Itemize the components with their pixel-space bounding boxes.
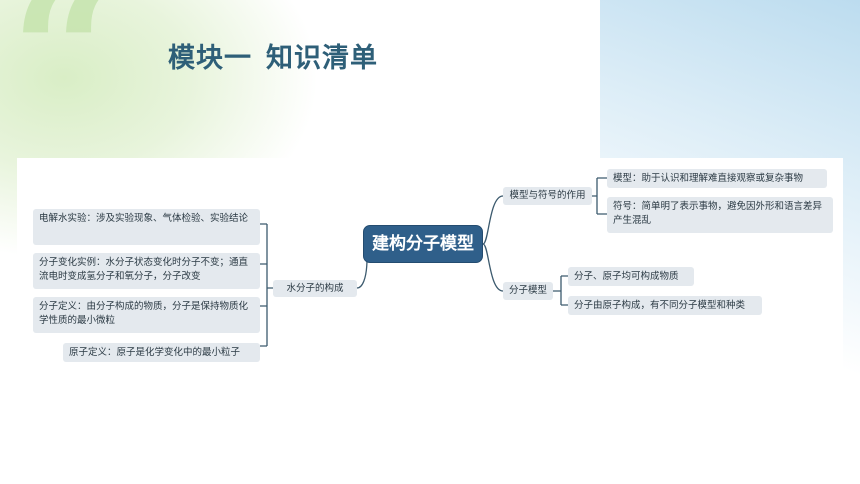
leaf-electrolysis[interactable]: 电解水实验：涉及实验现象、气体检验、实验结论 xyxy=(33,209,260,245)
connector-right-bottom-children xyxy=(553,275,568,306)
center-topic-node[interactable]: 建构分子模型 xyxy=(363,225,483,263)
leaf-symbol-role[interactable]: 符号：简单明了表示事物，避免因外形和语言差异产生混乱 xyxy=(607,197,833,233)
branch-molecule-model[interactable]: 分子模型 xyxy=(503,282,553,300)
page-title-module: 模块一 xyxy=(168,43,252,74)
leaf-matter-composition[interactable]: 分子、原子均可构成物质 xyxy=(568,267,694,286)
page-title: 模块一知识清单 xyxy=(168,36,378,75)
quote-mark-decoration: “ xyxy=(10,0,119,164)
connector-right-top-children xyxy=(592,177,607,215)
mind-map: 建构分子模型 水分子的构成 电解水实验：涉及实验现象、气体检验、实验结论 分子变… xyxy=(17,158,843,373)
leaf-model-role[interactable]: 模型：助于认识和理解难直接观察或复杂事物 xyxy=(607,169,827,188)
leaf-molecule-definition[interactable]: 分子定义：由分子构成的物质，分子是保持物质化学性质的最小微粒 xyxy=(33,297,260,333)
branch-water-molecule[interactable]: 水分子的构成 xyxy=(273,280,357,297)
connector-left-children xyxy=(260,223,273,347)
leaf-molecule-change[interactable]: 分子变化实例：水分子状态变化时分子不变；通直流电时变成氢分子和氧分子，分子改变 xyxy=(33,253,260,289)
leaf-molecule-composition[interactable]: 分子由原子构成，有不同分子模型和种类 xyxy=(568,296,762,315)
leaf-atom-definition[interactable]: 原子定义：原子是化学变化中的最小粒子 xyxy=(63,343,260,362)
connector-center-right-top xyxy=(482,195,504,245)
connector-center-right-bottom xyxy=(482,243,504,292)
branch-model-symbol[interactable]: 模型与符号的作用 xyxy=(503,187,592,205)
page-title-topic: 知识清单 xyxy=(266,43,378,74)
